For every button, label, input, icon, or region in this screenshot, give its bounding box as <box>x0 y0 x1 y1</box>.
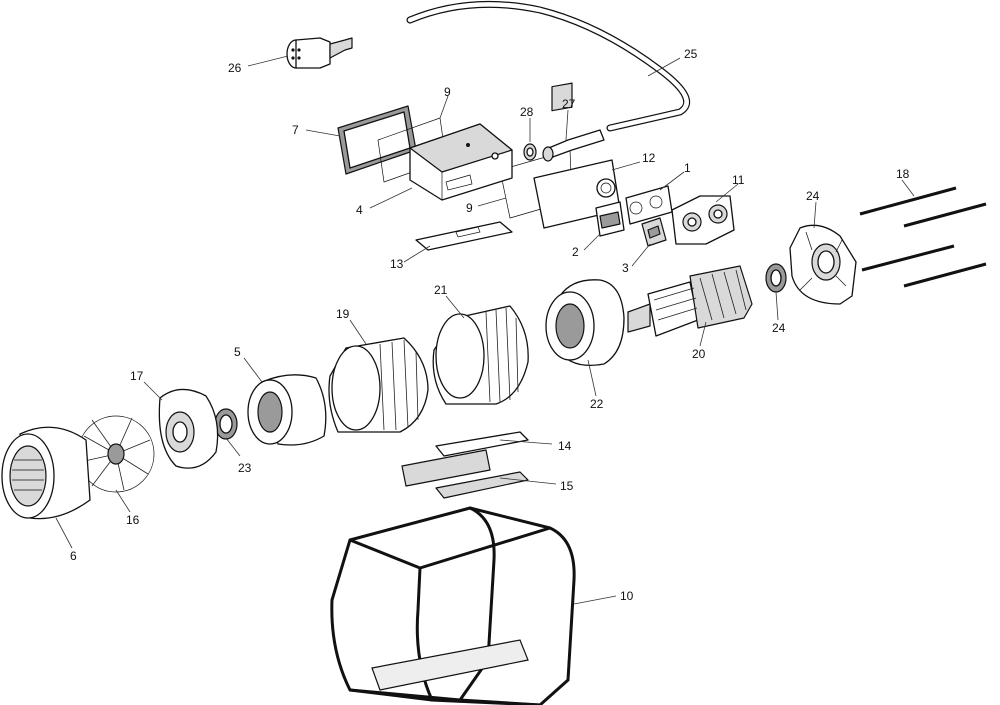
callout-10: 10 <box>620 589 634 603</box>
callout-5: 5 <box>234 345 241 359</box>
part-6-fan-cover <box>1 426 91 520</box>
callout-labels: 26 7 9 4 9 13 28 27 25 12 1 2 3 11 24 18… <box>70 47 910 603</box>
callout-13: 13 <box>390 257 404 271</box>
callout-9-mid: 9 <box>466 201 473 215</box>
callout-25: 24 <box>806 189 820 203</box>
part-14-rail <box>401 431 529 487</box>
callout-20: 20 <box>692 347 706 361</box>
callout-14: 14 <box>558 439 572 453</box>
callout-15: 15 <box>560 479 574 493</box>
part-21-housing <box>432 305 529 405</box>
callout-16: 16 <box>126 513 140 527</box>
callout-2: 2 <box>572 245 579 259</box>
callout-19: 19 <box>336 307 350 321</box>
part-24-bearing-right <box>765 263 787 293</box>
callout-18: 18 <box>896 167 910 181</box>
callout-12: 12 <box>642 151 656 165</box>
callout-22: 22 <box>590 397 604 411</box>
part-2-switch-cover <box>595 201 625 237</box>
callout-1: 1 <box>684 161 691 175</box>
leader-lines <box>55 55 915 605</box>
part-28-connector <box>523 143 537 161</box>
part-20-rotor <box>627 265 753 337</box>
part-11-outlets <box>671 195 735 245</box>
part-24-bearing-left <box>214 408 238 440</box>
callout-11: 11 <box>732 173 745 187</box>
callout-17: 17 <box>130 369 144 383</box>
callout-7: 7 <box>292 123 299 137</box>
part-27-cable-gland <box>542 129 605 162</box>
part-10-frame <box>330 506 576 705</box>
callout-24-right: 24 <box>772 321 786 335</box>
part-5-winding <box>247 374 327 446</box>
callout-3: 3 <box>622 261 629 275</box>
part-26-tube <box>406 0 691 132</box>
part-16-fan <box>77 415 155 493</box>
part-7-panel-frame <box>337 105 417 175</box>
callout-23: 26 <box>228 61 242 75</box>
part-19-housing <box>328 337 429 433</box>
part-17-end-cover <box>158 388 219 469</box>
part-18-tie-rods <box>859 186 987 288</box>
callout-28: 28 <box>520 105 534 119</box>
part-3-switch <box>641 217 667 247</box>
callout-9-top: 9 <box>444 85 451 99</box>
part-1-outlet-plate <box>625 185 673 225</box>
callout-27: 27 <box>562 97 576 111</box>
callout-21: 21 <box>434 283 448 297</box>
part-22-stator <box>545 279 625 367</box>
part-25-end-bracket <box>789 224 857 305</box>
callout-26: 25 <box>684 47 698 61</box>
callout-6: 6 <box>70 549 77 563</box>
part-4-control-box <box>409 123 513 201</box>
part-13-plate <box>415 221 513 251</box>
part-23-plug <box>286 37 353 69</box>
callout-4: 4 <box>356 203 363 217</box>
callout-24-left: 23 <box>238 461 252 475</box>
